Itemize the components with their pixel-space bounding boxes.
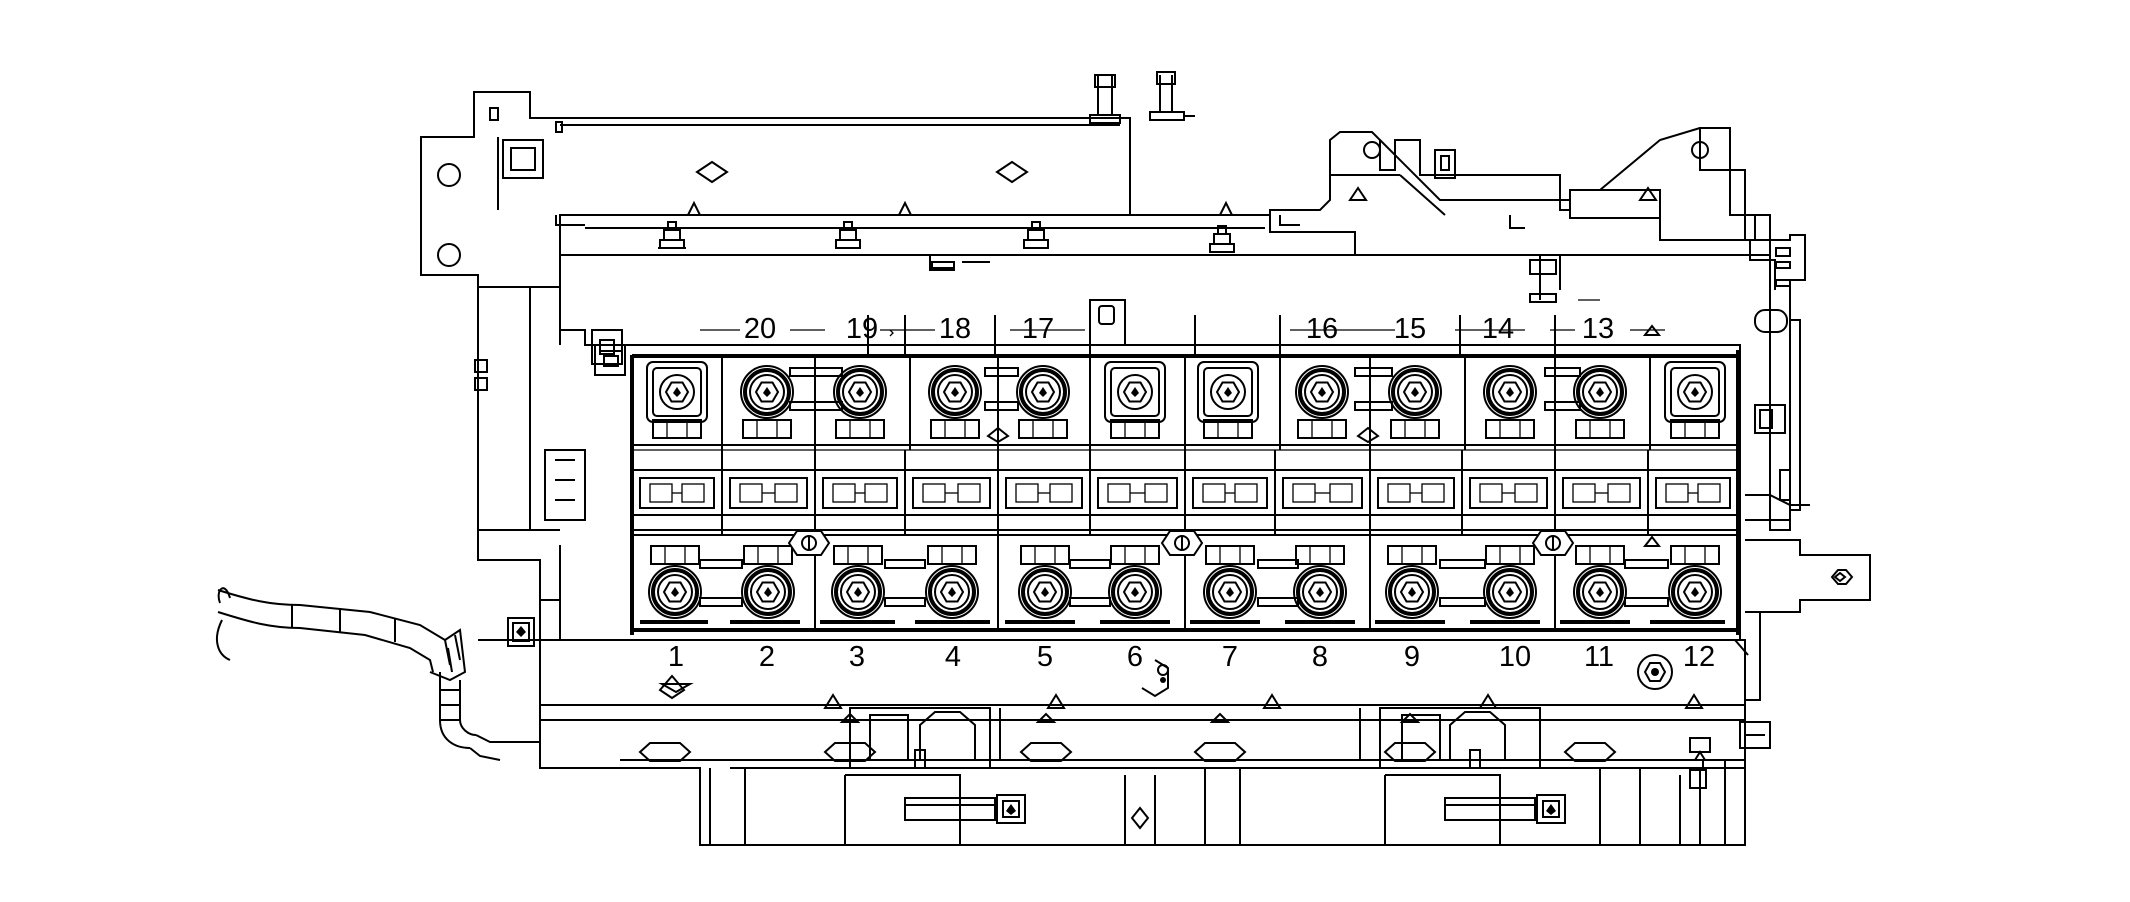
bottom-terminal-11 [1573,565,1627,619]
cell-label-10: 10 [1499,641,1531,673]
top-terminal-6 [1104,361,1166,423]
top-cell-labels: 20 19 18 17 16 15 14 13 [700,313,1665,355]
wire-harness [215,587,540,761]
divider-fastener [787,530,831,556]
top-terminal-9 [1388,365,1442,419]
divider-fastener [1531,530,1575,556]
cell-label-16: 16 [1306,313,1338,345]
top-terminal-1 [646,361,708,423]
cell-label-8: 8 [1312,641,1328,673]
cell-label-1: 1 [668,641,684,673]
lower-frame [539,639,1749,846]
cell-label-18: 18 [939,313,971,345]
top-terminal-8 [1295,365,1349,419]
bottom-terminal-2 [741,565,795,619]
top-terminal-3 [833,365,887,419]
top-terminal-10 [1483,365,1537,419]
cell-label-7: 7 [1222,641,1238,673]
bottom-terminal-3 [831,565,885,619]
bottom-terminal-6 [1108,565,1162,619]
top-terminal-5 [1016,365,1070,419]
cell-label-12: 12 [1683,641,1715,673]
cell-label-20: 20 [744,313,776,345]
bottom-terminal-1 [648,565,702,619]
cell-label-2: 2 [759,641,775,673]
cell-label-11: 11 [1584,641,1614,673]
bottom-terminal-row [631,530,1739,698]
cell-label-5: 5 [1037,641,1053,673]
bottom-terminal-12 [1668,565,1722,619]
top-terminal-row [631,356,1739,451]
cell-label-3: 3 [849,641,865,673]
bottom-terminal-9 [1385,565,1439,619]
bottom-terminal-10 [1483,565,1537,619]
middle-busbar-row [631,450,1739,535]
cell-label-4: 4 [945,641,961,673]
bottom-terminal-4 [925,565,979,619]
cell-label-14: 14 [1482,313,1514,345]
top-terminal-7 [1197,361,1259,423]
bottom-terminal-5 [1018,565,1072,619]
top-terminal-11 [1573,365,1627,419]
right-hardware [1689,469,1871,761]
cell-label-19: 19 [846,313,878,345]
left-fasteners [507,560,561,647]
bottom-terminal-8 [1293,565,1347,619]
cell-label-17: 17 [1022,313,1054,345]
cell-label-6: 6 [1127,641,1143,673]
top-terminal-2 [740,365,794,419]
rail-nuts [658,221,1600,346]
cell-label-9: 9 [1404,641,1420,673]
divider-fastener [1160,530,1204,556]
top-terminal-4 [928,365,982,419]
round-fastener [1637,654,1673,690]
bottom-terminal-7 [1203,565,1257,619]
cell-label-15: 15 [1394,313,1426,345]
cell-label-13: 13 [1582,313,1614,345]
top-terminal-12 [1664,361,1726,423]
